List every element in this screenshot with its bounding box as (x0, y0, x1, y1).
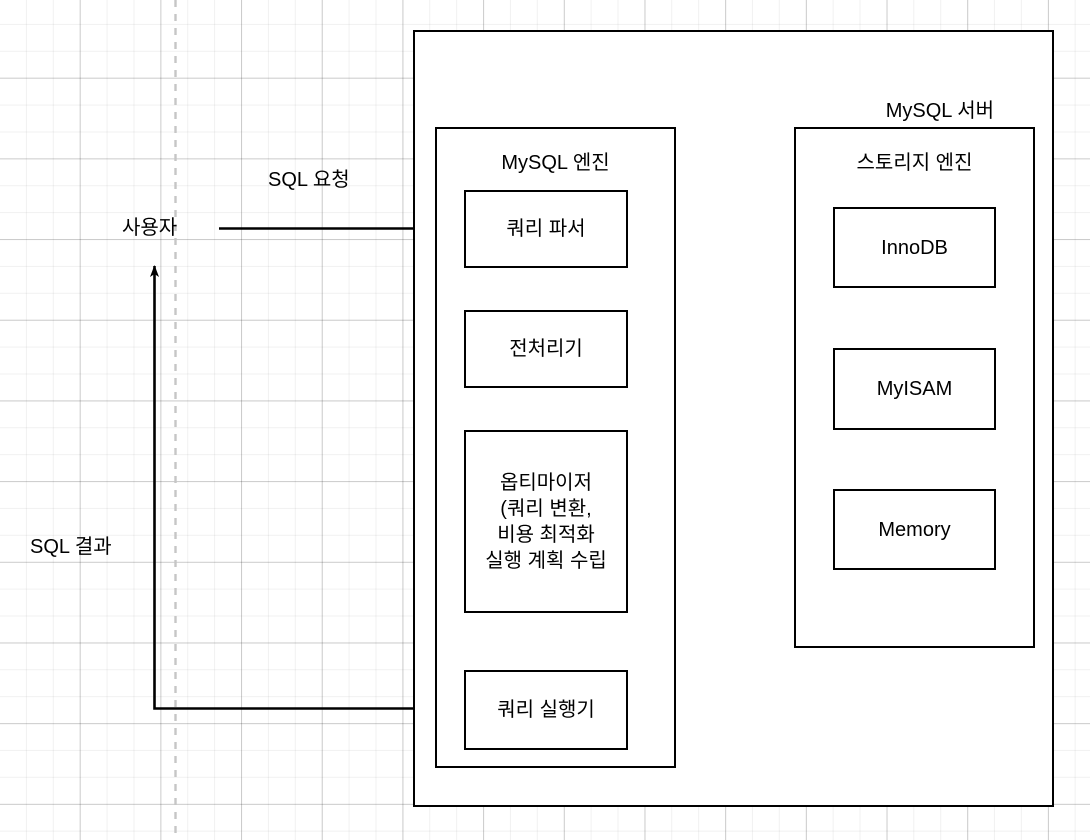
node-myisam-label: MyISAM (876, 378, 953, 400)
node-myisam[interactable]: MyISAM (833, 348, 996, 430)
node-preprocessor[interactable]: 전처리기 (464, 310, 628, 388)
node-optimizer[interactable]: 옵티마이저 (쿼리 변환, 비용 최적화 실행 계획 수립 (464, 430, 628, 613)
mysql-engine-title: MySQL 엔진 (501, 152, 610, 174)
node-innodb-label: InnoDB (881, 236, 948, 259)
sql-request-label: SQL 요청 (268, 169, 350, 191)
actor-user-label: 사용자 (122, 217, 178, 239)
node-preprocessor-label: 전처리기 (509, 338, 583, 360)
storage-engine-title: 스토리지 엔진 (856, 152, 973, 174)
arrow-sql-result (150, 265, 464, 710)
node-memory[interactable]: Memory (833, 489, 996, 570)
mysql-server-title: MySQL 서버 (885, 100, 994, 122)
node-memory-label: Memory (878, 518, 951, 541)
node-optimizer-label: 옵티마이저 (쿼리 변환, 비용 최적화 실행 계획 수립 (485, 471, 607, 572)
node-query-executor-label: 쿼리 실행기 (497, 699, 595, 721)
node-query-parser-label: 쿼리 파서 (506, 218, 586, 240)
node-query-parser[interactable]: 쿼리 파서 (464, 190, 628, 268)
sql-result-label: SQL 결과 (30, 536, 112, 558)
node-query-executor[interactable]: 쿼리 실행기 (464, 670, 628, 750)
node-innodb[interactable]: InnoDB (833, 207, 996, 288)
